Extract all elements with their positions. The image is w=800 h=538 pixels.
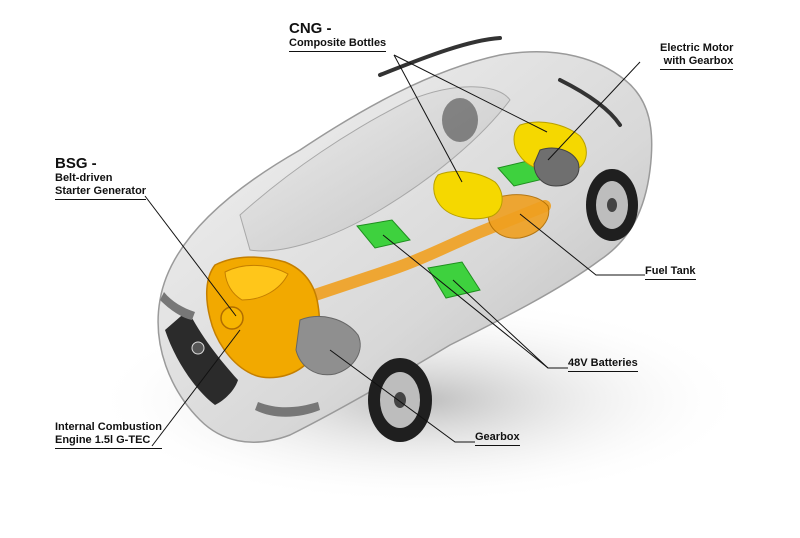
cng-text: Composite Bottles xyxy=(289,37,386,52)
batteries-callout: 48V Batteries xyxy=(568,357,638,372)
electric-motor-callout: Electric Motor with Gearbox xyxy=(660,42,733,70)
rear-wheel xyxy=(586,169,638,241)
electric-motor-line2: with Gearbox xyxy=(660,55,733,70)
ice-line1: Internal Combustion xyxy=(55,421,162,434)
bsg-callout: BSG - Belt-driven Starter Generator xyxy=(55,155,146,200)
rear-wheel-left xyxy=(442,98,478,142)
cng-callout: CNG - Composite Bottles xyxy=(289,20,386,52)
brand-badge xyxy=(192,342,204,354)
bsg-line1: Belt-driven xyxy=(55,172,146,185)
fuel-tank-text: Fuel Tank xyxy=(645,265,696,280)
batteries-text: 48V Batteries xyxy=(568,357,638,372)
fuel-tank-callout: Fuel Tank xyxy=(645,265,696,280)
electric-motor-line1: Electric Motor xyxy=(660,42,733,55)
bsg-heading: BSG - xyxy=(55,155,146,172)
gearbox-callout: Gearbox xyxy=(475,431,520,446)
bsg-line2: Starter Generator xyxy=(55,185,146,200)
front-wheel xyxy=(368,358,432,442)
ice-callout: Internal Combustion Engine 1.5l G-TEC xyxy=(55,421,162,449)
cng-heading: CNG - xyxy=(289,20,386,37)
ice-line2: Engine 1.5l G-TEC xyxy=(55,434,162,449)
gearbox-text: Gearbox xyxy=(475,431,520,446)
